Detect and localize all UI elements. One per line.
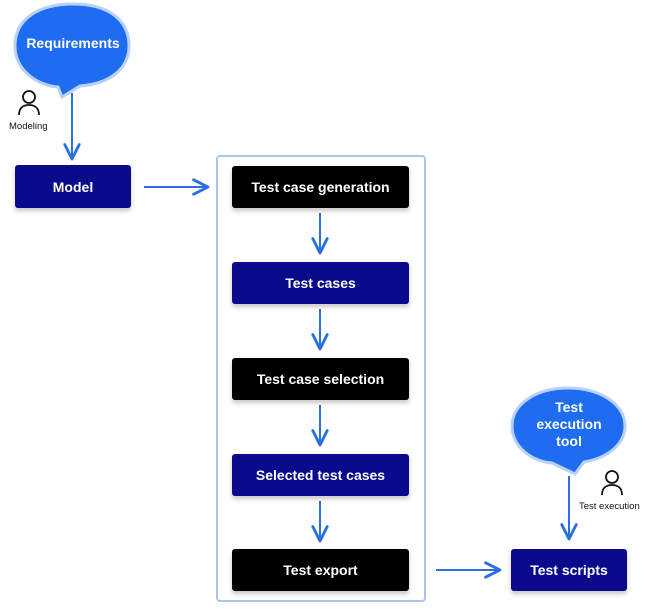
test-case-selection-label: Test case selection <box>256 371 385 387</box>
model-node: Model <box>15 165 131 208</box>
test-scripts-node: Test scripts <box>511 549 627 591</box>
test-execution-tool-label: Test execution tool <box>515 397 623 451</box>
tool-label-line-3: tool <box>556 432 582 449</box>
tool-label-line-2: execution <box>536 415 602 432</box>
modeling-person-icon <box>18 90 40 116</box>
selected-test-cases-node: Selected test cases <box>232 454 409 496</box>
test-execution-person-icon <box>601 470 623 496</box>
test-export-label: Test export <box>283 562 358 578</box>
test-case-generation-label: Test case generation <box>251 179 390 195</box>
test-execution-label: Test execution <box>579 501 640 512</box>
test-scripts-label: Test scripts <box>530 562 608 578</box>
selected-test-cases-label: Selected test cases <box>255 467 386 483</box>
test-execution-tool-bubble <box>510 386 627 476</box>
tool-label-line-1: Test <box>555 398 583 415</box>
pipeline-container <box>216 155 426 602</box>
test-cases-label: Test cases <box>285 275 356 291</box>
requirements-bubble-label: Requirements <box>26 34 120 51</box>
modeling-label: Modeling <box>9 121 48 132</box>
requirements-bubble <box>13 2 131 100</box>
test-case-generation-node: Test case generation <box>232 166 409 208</box>
test-cases-node: Test cases <box>232 262 409 304</box>
model-node-label: Model <box>52 178 94 195</box>
test-export-node: Test export <box>232 549 409 591</box>
test-case-selection-node: Test case selection <box>232 358 409 400</box>
